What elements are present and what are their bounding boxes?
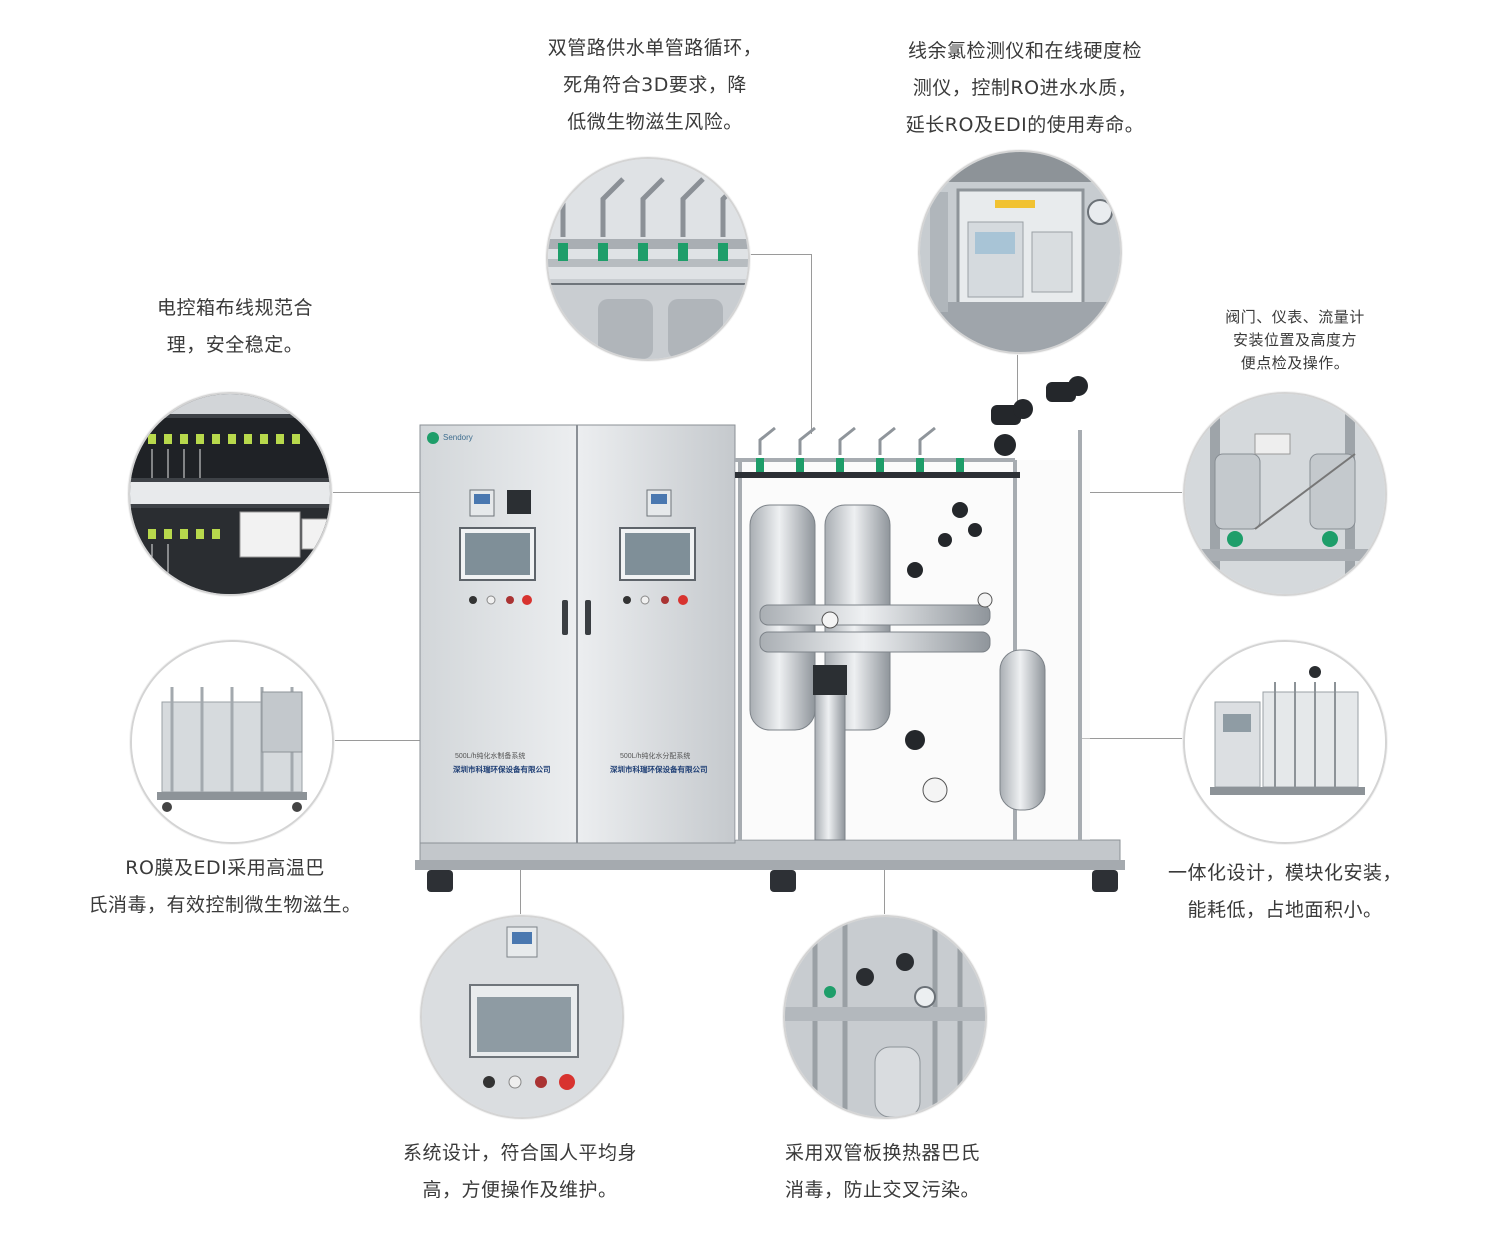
nameplate-right-company: 深圳市科瑞环保设备有限公司 [610, 764, 708, 774]
connector-line [1017, 346, 1018, 406]
detail-circle-valves [1183, 392, 1387, 596]
system-front-illustration [1185, 642, 1385, 842]
connector-line [328, 492, 420, 493]
connector-line [745, 254, 811, 255]
detail-circle-pipes [546, 157, 750, 361]
detail-circle-electrical [128, 392, 332, 596]
actuator-icon [1040, 372, 1090, 408]
pipes-illustration [548, 159, 748, 359]
key-switch-right[interactable] [623, 596, 631, 604]
cabinet-handle-right[interactable] [585, 600, 591, 635]
main-equipment: Sendory 500L/h纯化水制备系统 深圳市科瑞环保设备有限公司 5 [415, 420, 1125, 900]
nameplate-left-company: 深圳市科瑞环保设备有限公司 [453, 764, 551, 774]
system-side-illustration [132, 642, 332, 842]
detail-circle-control-panel [420, 915, 624, 1119]
caption-ro-edi: RO膜及EDI采用高温巴 氏消毒，有效控制微生物滋生。 [88, 857, 362, 916]
analyzer-illustration [920, 152, 1120, 352]
connector-line [811, 254, 812, 434]
connector-line [1080, 738, 1185, 739]
caption-ergonomic: 系统设计，符合国人平均身 高，方便操作及维护。 [402, 1142, 637, 1201]
caption-dual-pipe: 双管路供水单管路循环， 死角符合3D要求，降 低微生物滋生风险。 [547, 37, 763, 133]
heat-exchanger-illustration [785, 917, 985, 1117]
connector-line [330, 740, 420, 741]
fault-indicator-right [661, 596, 669, 604]
valves-illustration [1185, 394, 1385, 594]
equipment-illustration: Sendory 500L/h纯化水制备系统 深圳市科瑞环保设备有限公司 5 [415, 424, 1125, 892]
caption-heat-exchanger: 采用双管板换热器巴氏 消毒，防止交叉污染。 [784, 1142, 980, 1201]
detail-circle-system-front [1183, 640, 1387, 844]
caption-control-box: 电控箱布线规范合 理，安全稳定。 [156, 297, 313, 356]
detail-circle-analyzer [918, 150, 1122, 354]
control-panel-illustration [422, 917, 622, 1117]
nameplate-left-title: 500L/h纯化水制备系统 [455, 751, 525, 760]
fault-indicator [506, 596, 514, 604]
caption-valve-meter: 阀门、仪表、流量计 安装位置及高度方 便点检及操作。 [1225, 308, 1365, 372]
electrical-illustration [130, 394, 330, 594]
connector-line [884, 840, 885, 920]
brand-logo-icon [427, 432, 439, 444]
nameplate-right-title: 500L/h纯化水分配系统 [620, 751, 690, 760]
power-indicator [486, 595, 496, 605]
key-switch[interactable] [469, 596, 477, 604]
detail-circle-heat-exchanger [783, 915, 987, 1119]
cabinet-handle-left[interactable] [562, 600, 568, 635]
detail-circle-system-side [130, 640, 334, 844]
power-indicator-right [640, 595, 650, 605]
emergency-stop-button-right[interactable] [678, 595, 688, 605]
actuator-icon [985, 395, 1035, 431]
caption-integrated-design: 一体化设计，模块化安装， 能耗低，占地面积小。 [1167, 862, 1402, 921]
connector-line [1090, 492, 1190, 493]
emergency-stop-button[interactable] [522, 595, 532, 605]
brand-text: Sendory [443, 433, 473, 442]
caption-chlorine-detector: 线余氯检测仪和在线硬度检 测仪，控制RO进水水质， 延长RO及EDI的使用寿命。 [905, 40, 1145, 136]
